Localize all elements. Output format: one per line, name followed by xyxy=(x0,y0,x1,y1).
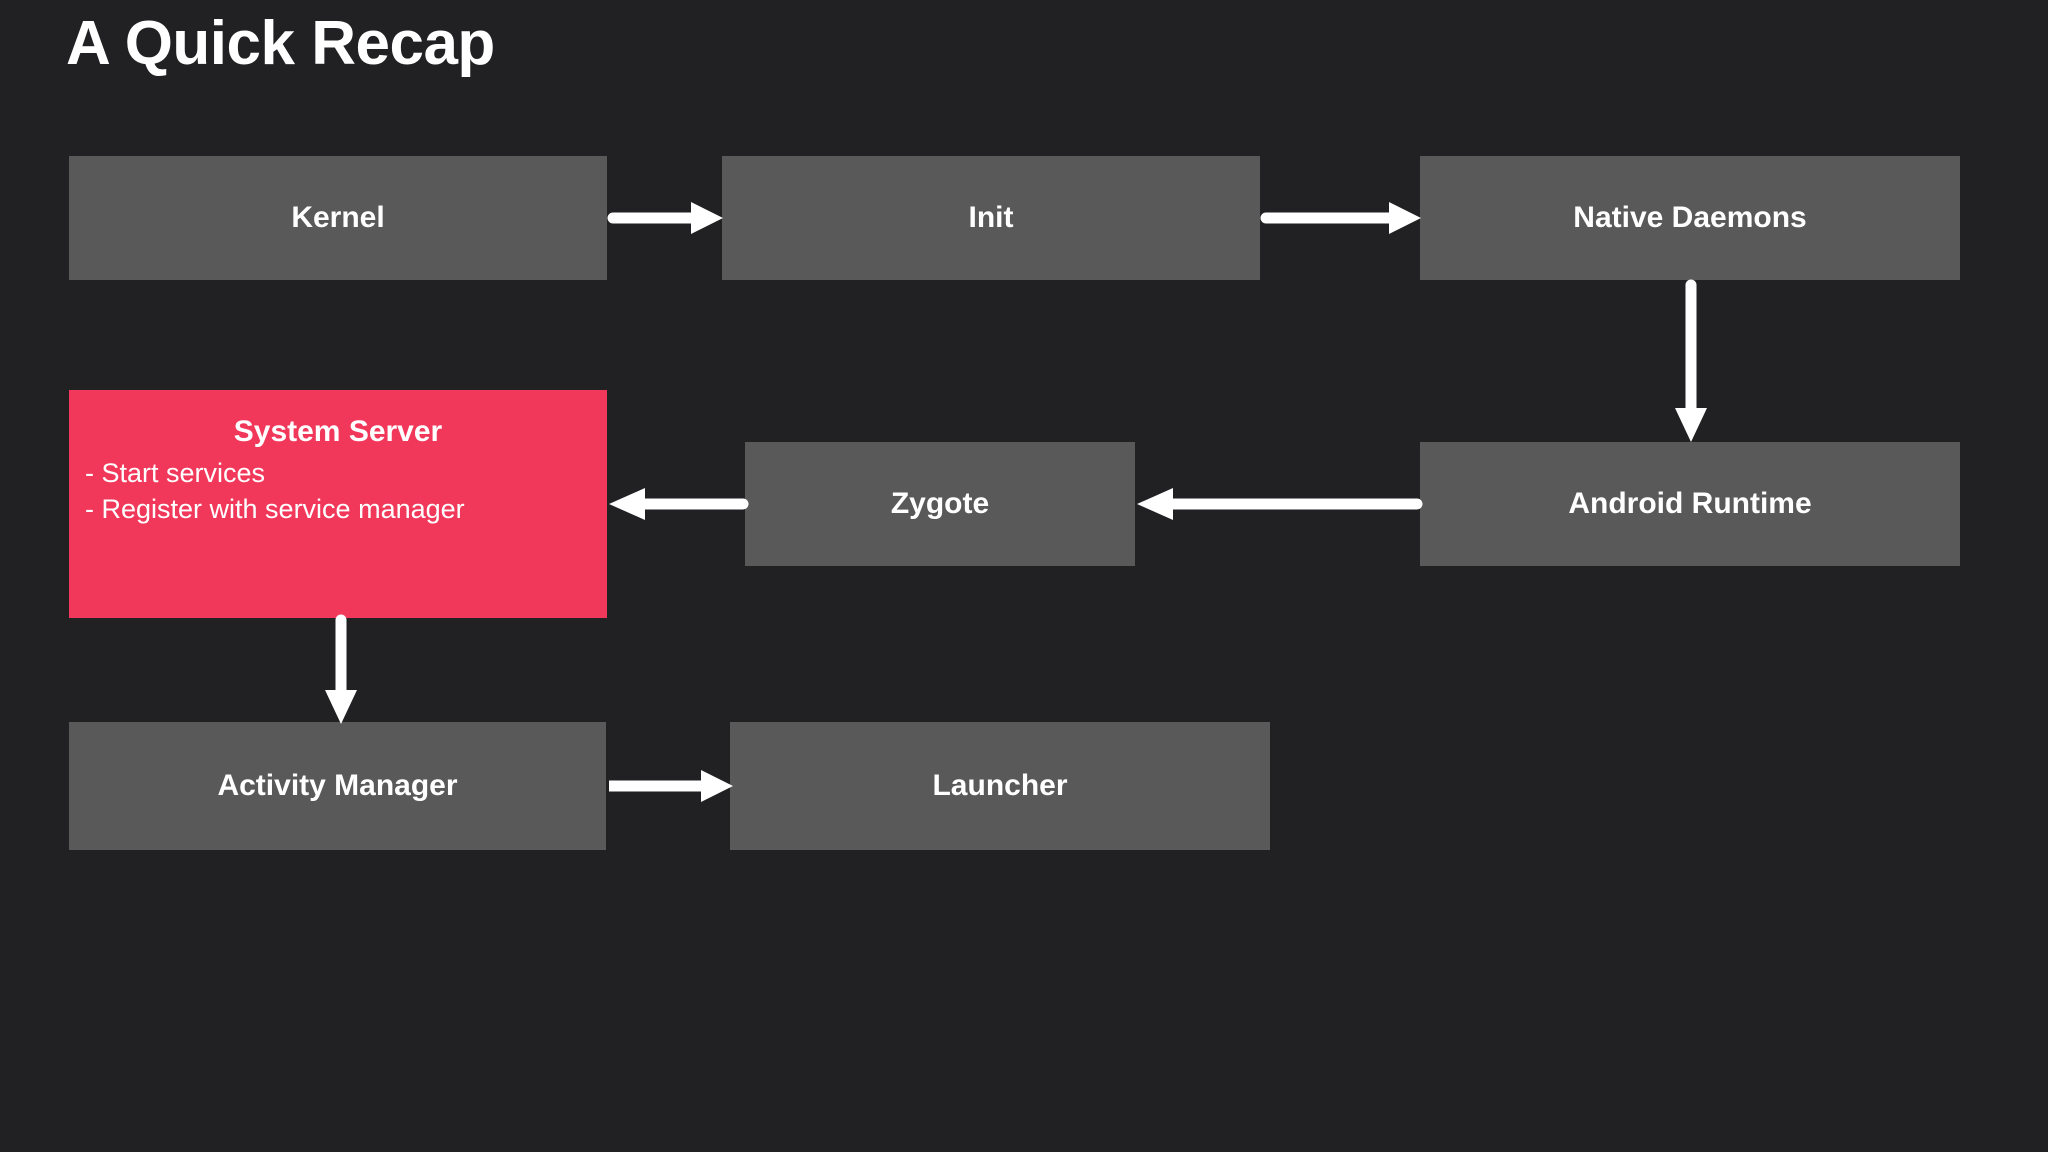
node-android-runtime-label: Android Runtime xyxy=(1568,487,1812,520)
node-native-daemons-label: Native Daemons xyxy=(1573,201,1807,234)
node-system-server-detail-1: - Start services xyxy=(85,458,266,488)
node-activity-manager[interactable]: Activity Manager xyxy=(69,722,606,850)
arrow-kernel-to-init xyxy=(607,198,725,238)
node-system-server-detail-2: - Register with service manager xyxy=(85,493,465,524)
page-title: A Quick Recap xyxy=(66,9,495,78)
arrow-activity-manager-to-launcher xyxy=(605,766,735,806)
arrow-native-daemons-to-android-runtime xyxy=(1670,279,1712,444)
node-init-label: Init xyxy=(968,201,1014,234)
node-kernel-label: Kernel xyxy=(291,201,385,234)
node-activity-manager-label: Activity Manager xyxy=(217,769,458,802)
node-system-server[interactable]: System Server - Start services - Registe… xyxy=(69,390,607,618)
node-launcher-label: Launcher xyxy=(932,769,1068,802)
arrow-zygote-to-system-server xyxy=(605,484,749,524)
arrow-init-to-native-daemons xyxy=(1260,198,1423,238)
node-launcher[interactable]: Launcher xyxy=(730,722,1270,850)
node-system-server-details: - Start services - Register with service… xyxy=(69,456,607,527)
node-system-server-label: System Server xyxy=(233,415,443,448)
node-zygote-label: Zygote xyxy=(890,487,990,520)
arrow-system-server-to-activity-manager xyxy=(320,614,362,726)
node-native-daemons[interactable]: Native Daemons xyxy=(1420,156,1960,280)
node-android-runtime[interactable]: Android Runtime xyxy=(1420,442,1960,566)
node-init[interactable]: Init xyxy=(722,156,1260,280)
node-zygote[interactable]: Zygote xyxy=(745,442,1135,566)
node-kernel[interactable]: Kernel xyxy=(69,156,607,280)
arrow-android-runtime-to-zygote xyxy=(1133,484,1423,524)
